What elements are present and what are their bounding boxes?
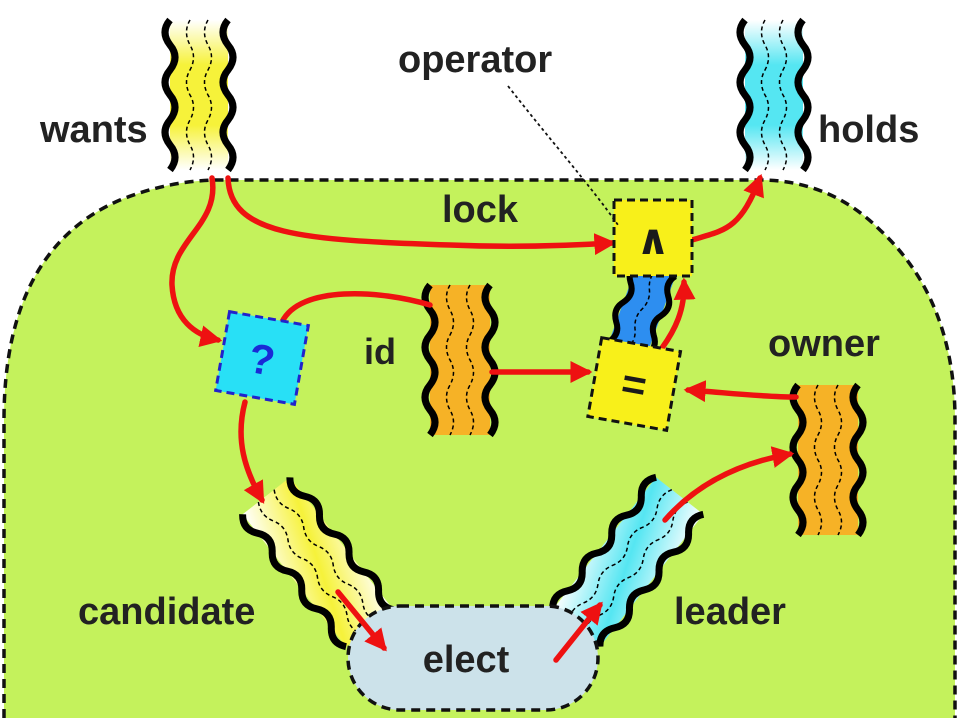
and-operator: ∧ xyxy=(612,198,694,278)
candidate-label: candidate xyxy=(78,591,255,633)
arrow-leader-to-owner xyxy=(662,446,795,523)
arrow-wants-to-and xyxy=(225,175,617,256)
id-stream xyxy=(421,282,499,438)
arrow-and-to-holds xyxy=(689,173,764,243)
elect-node: elect xyxy=(346,604,600,712)
owner-stream xyxy=(789,382,867,538)
arrow-elect-to-leader xyxy=(553,601,603,663)
owner-label: owner xyxy=(768,323,880,365)
wants-stream xyxy=(161,17,237,173)
and-symbol: ∧ xyxy=(636,216,670,263)
candidate-stream xyxy=(239,477,395,651)
operator-label: operator xyxy=(398,39,552,81)
elect-label: elect xyxy=(423,639,510,681)
lock-label: lock xyxy=(442,189,519,231)
arrow-candidate-to-elect xyxy=(335,589,387,652)
arrow-wants-to-query xyxy=(169,175,223,348)
arrow-query-to-id xyxy=(279,290,433,325)
equals-operator: = xyxy=(586,335,683,433)
arrow-query-to-candidate xyxy=(238,399,265,504)
holds-stream xyxy=(736,17,812,173)
arrows xyxy=(169,173,799,663)
arrow-owner-to-equals xyxy=(683,380,799,403)
operator-pointer-line xyxy=(507,85,619,226)
id-label: id xyxy=(364,331,396,372)
leader-label: leader xyxy=(674,591,786,633)
holds-label: holds xyxy=(818,109,919,151)
arrow-equals-to-and xyxy=(659,277,696,351)
query-operator: ? xyxy=(213,309,311,407)
wants-label: wants xyxy=(39,109,148,151)
